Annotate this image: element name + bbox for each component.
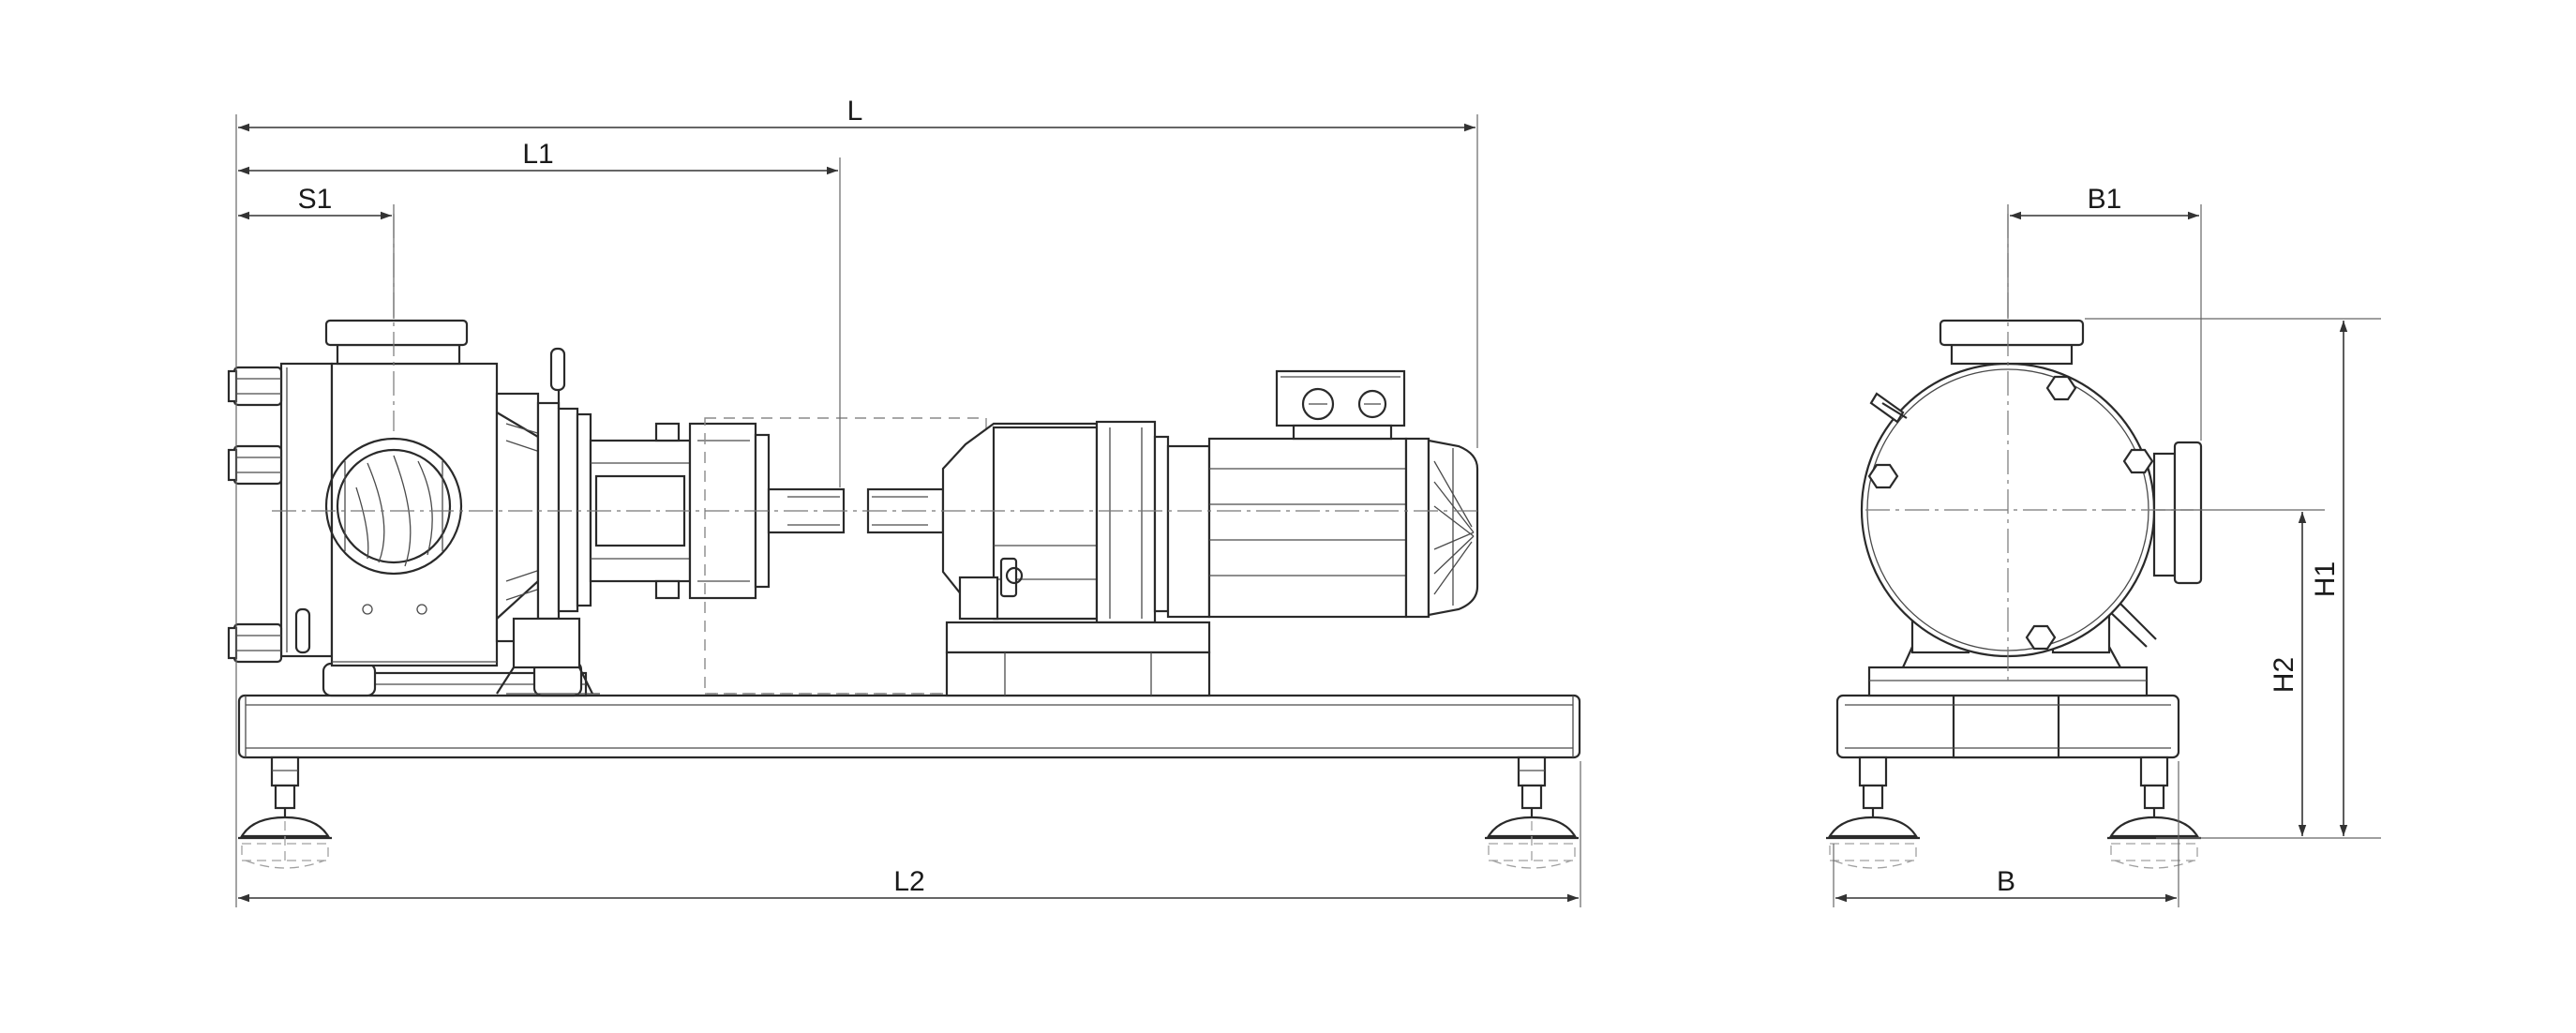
top-flange (324, 319, 469, 366)
dim-label-S1: S1 (298, 184, 333, 215)
gearbox-pedestal (945, 621, 1211, 697)
electric-motor (1166, 437, 1479, 619)
end-foot-left (1826, 756, 1920, 869)
end-side-flange (2152, 441, 2203, 585)
end-foot-right (2107, 756, 2201, 869)
casing-bolt-heads (1867, 375, 2154, 651)
pump-casing-end (1860, 319, 2203, 658)
end-top-flange (1939, 319, 2085, 366)
cable-gland-left (1301, 387, 1335, 421)
cover-nut-middle (227, 444, 283, 486)
cover-nut-bottom (227, 622, 283, 664)
dim-label-B: B (1997, 866, 2015, 897)
end-base-frame (1835, 645, 2180, 759)
bearing-bracket (495, 347, 600, 695)
levelling-foot-right (1485, 756, 1579, 869)
dim-label-B1: B1 (2088, 184, 2122, 215)
side-view (227, 214, 1581, 869)
base-frame (237, 694, 1581, 759)
pump-end-cover (227, 362, 334, 664)
gearbox (941, 420, 1170, 624)
motor-terminal-box (1275, 369, 1406, 441)
dim-label-H1: H1 (2310, 561, 2341, 597)
pump-support (322, 660, 588, 697)
dim-label-L1: L1 (522, 139, 553, 170)
dim-label-L2: L2 (893, 866, 924, 897)
end-view (1826, 214, 2203, 869)
pump-body (324, 319, 499, 667)
dim-label-L: L (847, 96, 863, 127)
side-port (324, 437, 463, 576)
dim-label-H2: H2 (2269, 657, 2299, 693)
dimension-lines (235, 114, 2381, 907)
cable-gland-right (1357, 389, 1387, 419)
levelling-foot-left (238, 756, 332, 869)
dimension-labels: L L1 S1 L2 B1 B H1 H2 (298, 96, 2341, 897)
